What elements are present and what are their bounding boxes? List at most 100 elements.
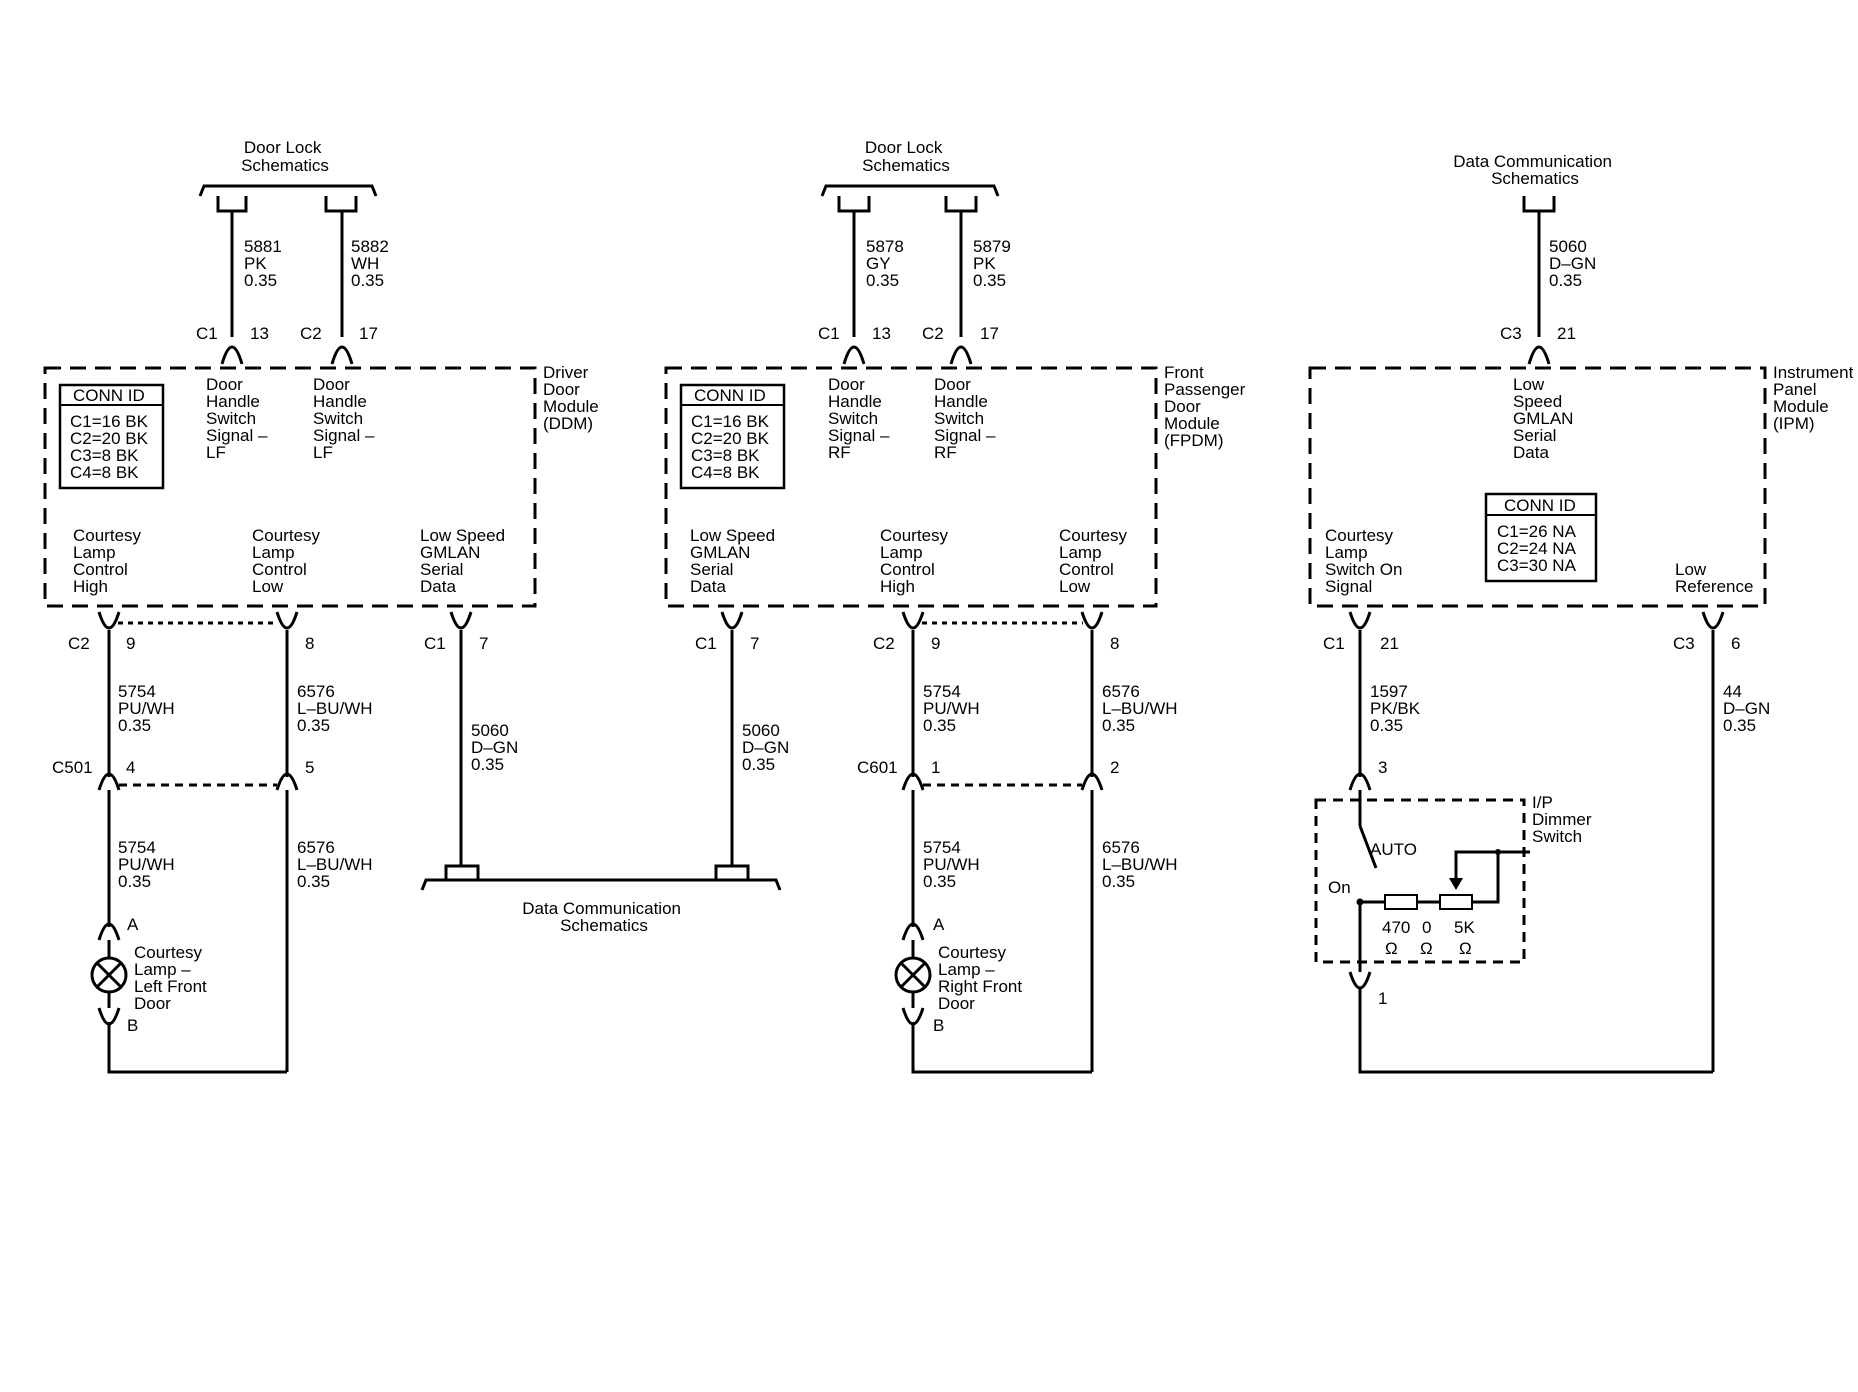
conn-label: C1 [1323,634,1345,653]
conn-id-title: CONN ID [73,386,145,405]
ipm-module-box [1308,366,1767,608]
ddm-lamp-control-low: Courtesy Lamp Control Low [252,526,325,596]
fpdm-section: Door Lock Schematics 5878 GY 0.35 5879 P… [664,138,1246,1074]
wire-label-5754: 5754 PU/WH 0.35 [118,838,179,891]
lamp-bulb-icon [894,956,932,994]
wire-label-5878: 5878 GY 0.35 [866,237,909,290]
wiper-arrow [1449,878,1463,890]
lamp-pin-a [901,922,925,941]
resistor-470 [1384,894,1418,910]
wire-label-5754: 5754 PU/WH 0.35 [923,838,984,891]
wire-label-6576: 6576 L–BU/WH 0.35 [297,682,377,735]
conn-id-table-ipm [1484,492,1598,583]
pin-label: 9 [126,634,135,653]
inline-connector-c601-1 [901,772,925,791]
ipm-gmlan-data: Low Speed GMLAN Serial Data [1513,375,1578,462]
wire-label-5754: 5754 PU/WH 0.35 [118,682,179,735]
pin-label: 17 [980,324,999,343]
lamp-bulb-icon [90,956,128,994]
wiper-lead [1454,850,1498,880]
conn-label: C1 [818,324,840,343]
conn-label-c601: C601 [857,758,898,777]
ipm-low-reference: Low Reference [1675,560,1753,596]
lamp-pin-b [97,1007,121,1026]
pin-label: 9 [931,634,940,653]
conn-label: C2 [300,324,322,343]
ipm-section: Data Communication Schematics 5060 D–GN … [1308,152,1858,1074]
dimmer-value-5k: 5K [1454,918,1475,937]
conn-label: C1 [695,634,717,653]
pin-label: 13 [872,324,891,343]
wire-label-6576: 6576 L–BU/WH 0.35 [1102,682,1182,735]
ref-tab-5882 [324,196,358,337]
lamp-return-wire-right [911,1022,1092,1074]
pin-label: 8 [1110,634,1119,653]
ref-data-comm-top: Data Communication Schematics [1453,152,1616,188]
connector-pin-c3-6 [1701,611,1725,630]
pin-label: 7 [750,634,759,653]
data-comm-bracket-bottom: Data Communication Schematics [420,630,782,935]
pin-label: 2 [1110,758,1119,777]
pin-label: A [933,915,945,934]
wire-label-5060: 5060 D–GN 0.35 [471,721,523,774]
connector-pin-c1-21 [1348,611,1372,630]
conn-id-rows: C1=16 BK C2=20 BK C3=8 BK C4=8 BK [70,412,153,482]
pin-label: 1 [1378,989,1387,1008]
fpdm-signal-rf-b: Door Handle Switch Signal – RF [934,375,1000,462]
conn-label: C1 [196,324,218,343]
wire-label-5060: 5060 D–GN 0.35 [742,721,794,774]
dimmer-switch-box [1314,798,1526,964]
connector-pin-c2-8 [275,611,299,630]
ddm-module-name: Driver Door Module (DDM) [543,363,604,433]
conn-label: C1 [424,634,446,653]
pin-label: A [127,915,139,934]
ohm-symbol: Ω [1385,939,1398,958]
ref-tab-5881 [216,196,248,337]
wire-label-6576: 6576 L–BU/WH 0.35 [1102,838,1182,891]
ohm-symbol: Ω [1459,939,1472,958]
ipm-module-name: Instrument Panel Module (IPM) [1773,363,1858,433]
conn-id-table-ddm [58,383,165,490]
pin-label: 8 [305,634,314,653]
pin-label: 21 [1380,634,1399,653]
conn-label-c501: C501 [52,758,93,777]
fpdm-signal-rf-a: Door Handle Switch Signal – RF [828,375,894,462]
ipm-switch-on-signal: Courtesy Lamp Switch On Signal [1325,526,1407,596]
pin-label: 17 [359,324,378,343]
ohm-symbol: Ω [1420,939,1433,958]
inline-connector-c501-5 [275,772,299,791]
ref-door-lock-middle: Door Lock Schematics [862,138,950,175]
conn-label: C2 [873,634,895,653]
lamp-return-wire-left [107,1022,287,1074]
dimmer-value-470: 470 [1382,918,1410,937]
pin-label: B [933,1016,944,1035]
conn-label: C3 [1500,324,1522,343]
wire-label-6576: 6576 L–BU/WH 0.35 [297,838,377,891]
lamp-label-left: Courtesy Lamp – Left Front Door [134,943,212,1013]
pin-label: B [127,1016,138,1035]
lamp-label-right: Courtesy Lamp – Right Front Door [938,943,1027,1013]
ddm-gmlan-data: Low Speed GMLAN Serial Data [420,526,510,596]
ref-data-comm-bottom: Data Communication Schematics [522,899,685,935]
ref-bracket-middle [820,184,1000,197]
wire-label-1597: 1597 PK/BK 0.35 [1370,682,1425,735]
dimmer-auto-label: AUTO [1370,840,1417,859]
wire-label-44: 44 D–GN 0.35 [1723,682,1775,735]
conn-id-rows: C1=16 BK C2=20 BK C3=8 BK C4=8 BK [691,412,774,482]
ddm-lamp-control-high: Courtesy Lamp Control High [73,526,146,596]
ref-bracket-left [198,184,378,197]
pin-label: 7 [479,634,488,653]
inline-connector-c601-2 [1080,772,1104,791]
connector-pin-c1-13 [842,345,866,365]
conn-id-title: CONN ID [1504,496,1576,515]
dimmer-value-0: 0 [1422,918,1431,937]
ddm-signal-lf-a: Door Handle Switch Signal – LF [206,375,272,462]
conn-label: C2 [922,324,944,343]
conn-label: C3 [1673,634,1695,653]
pin-label: 3 [1378,758,1387,777]
dimmer-pin-1 [1348,971,1372,990]
connector-pin-c1-13 [220,345,244,365]
fpdm-gmlan-data: Low Speed GMLAN Serial Data [690,526,780,596]
ddm-signal-lf-b: Door Handle Switch Signal – LF [313,375,379,462]
